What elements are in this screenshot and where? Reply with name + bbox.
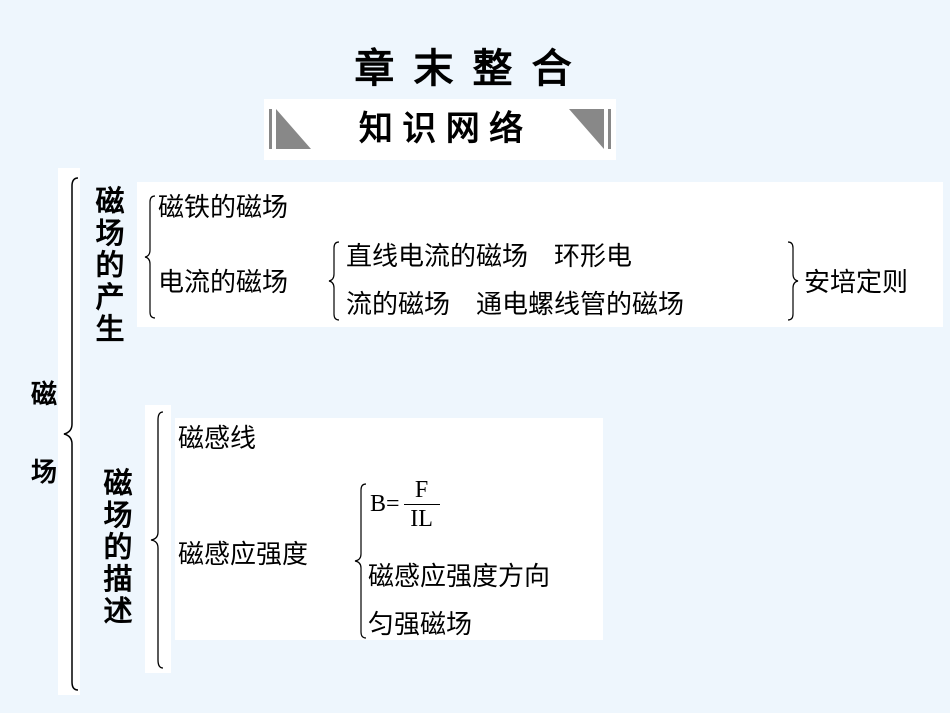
section1-label: 磁场的产生 [95, 186, 125, 346]
formula-lhs: B= [370, 491, 400, 517]
section2-item-field-lines: 磁感线 [178, 424, 257, 453]
formula-fraction: F IL [403, 476, 440, 533]
root-label-char-1: 磁 [30, 379, 57, 409]
section1-brace [144, 195, 156, 319]
section1-box [137, 182, 943, 327]
current-brace [328, 241, 340, 321]
uniform-field: 匀强磁场 [368, 610, 473, 639]
current-sub-line-1: 直线电流的磁场 环形电 [346, 242, 633, 271]
section-banner: 知 识 网 络 [264, 99, 616, 160]
banner-bar-left [269, 109, 272, 149]
formula: B= F IL [370, 476, 440, 533]
page-title: 章 末 整 合 [354, 47, 576, 91]
banner-bar-right [608, 109, 611, 149]
section2-label: 磁场的描述 [103, 468, 133, 628]
formula-denominator: IL [410, 506, 433, 532]
banner-triangle-left-icon [276, 109, 311, 149]
section1-item-magnet: 磁铁的磁场 [158, 193, 289, 222]
banner-triangle-right-icon [569, 109, 604, 149]
section1-item-current: 电流的磁场 [158, 268, 289, 297]
section2-box [175, 418, 603, 640]
rule-brace-right [787, 241, 799, 321]
fraction-bar [403, 504, 440, 505]
flux-density-brace [354, 483, 367, 639]
formula-numerator: F [414, 477, 429, 503]
root-brace [63, 177, 79, 691]
banner-text: 知 识 网 络 [358, 110, 524, 148]
ampere-rule: 安培定则 [804, 268, 909, 297]
section2-brace [150, 411, 164, 669]
section2-item-flux-density: 磁感应强度 [178, 540, 309, 569]
flux-direction: 磁感应强度方向 [368, 562, 551, 591]
root-label-char-2: 场 [30, 457, 57, 487]
current-sub-line-2: 流的磁场 通电螺线管的磁场 [346, 290, 685, 319]
